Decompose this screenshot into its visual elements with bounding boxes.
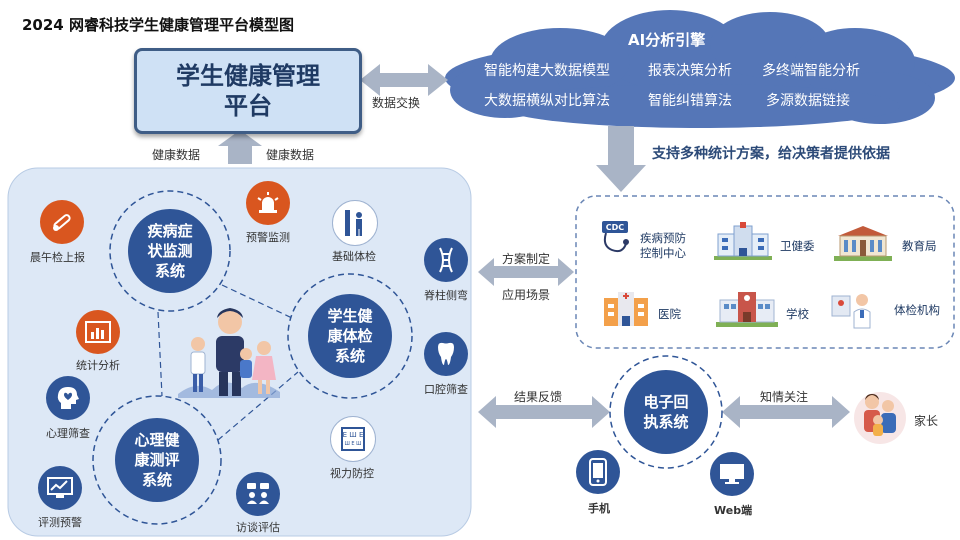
monitor-chart-icon xyxy=(38,466,82,510)
tooth-icon xyxy=(424,332,468,376)
health-data-label-right: 健康数据 xyxy=(266,148,315,162)
ruler-icon xyxy=(332,200,378,246)
ai-item: 智能构建大数据模型 xyxy=(484,63,610,79)
phone-icon xyxy=(576,450,620,494)
plan-making-label: 方案制定 xyxy=(502,252,551,266)
exam-institution-icon xyxy=(831,294,871,329)
feedback-arrow xyxy=(478,396,610,428)
ai-item: 报表决策分析 xyxy=(648,63,732,79)
education-building-icon xyxy=(834,226,892,261)
ai-cloud xyxy=(445,10,955,128)
morning-check-label: 晨午检上报 xyxy=(30,251,85,264)
platform-title-line2: 平台 xyxy=(224,92,272,120)
chart-icon xyxy=(76,310,120,354)
plan-arrow xyxy=(478,258,574,286)
oral-screening-label: 口腔筛查 xyxy=(424,383,468,396)
school-label: 学校 xyxy=(786,307,809,321)
ai-engine-title: AI分析引擎 xyxy=(628,31,706,49)
informed-arrow xyxy=(722,396,850,428)
people-chat-icon xyxy=(236,472,280,516)
siren-icon xyxy=(246,181,290,225)
receipt-system: 电子回 执系统 xyxy=(624,370,708,454)
spine-label: 脊柱侧弯 xyxy=(424,289,468,302)
vision-label: 视力防控 xyxy=(330,467,374,480)
thermometer-icon xyxy=(40,200,84,244)
cdc-icon: CDC xyxy=(602,221,629,253)
svg-text:E Ш E: E Ш E xyxy=(343,431,364,439)
data-exchange-arrow xyxy=(360,64,448,96)
support-arrow xyxy=(596,126,646,192)
ai-item: 大数据横纵对比算法 xyxy=(484,93,610,109)
stats-analysis-label: 统计分析 xyxy=(76,359,120,372)
head-heart-icon xyxy=(46,376,90,420)
basic-exam-label: 基础体检 xyxy=(332,250,376,263)
result-feedback-label: 结果反馈 xyxy=(514,390,563,404)
application-label: 应用场景 xyxy=(502,288,551,302)
education-bureau-label: 教育局 xyxy=(902,239,937,253)
informed-label: 知情关注 xyxy=(760,390,809,404)
warning-monitor-label: 预警监测 xyxy=(246,231,290,244)
parent-label: 家长 xyxy=(914,414,939,428)
exam-institution-label: 体检机构 xyxy=(894,303,940,317)
doctor-students-illustration xyxy=(178,308,280,398)
cdc-label-line2: 控制中心 xyxy=(640,246,686,260)
platform-title-line1: 学生健康管理 xyxy=(176,62,320,90)
health-data-label-left: 健康数据 xyxy=(152,148,201,162)
health-committee-label: 卫健委 xyxy=(780,239,815,253)
support-text: 支持多种统计方案，给决策者提供依据 xyxy=(652,146,890,162)
ai-item: 智能纠错算法 xyxy=(648,93,732,109)
cdc-label-line1: 疾病预防 xyxy=(640,231,686,245)
monitor-icon xyxy=(710,452,754,496)
data-exchange-label: 数据交换 xyxy=(372,96,421,110)
health-data-arrow xyxy=(218,130,262,164)
svg-text:Ш E Ш: Ш E Ш xyxy=(344,441,361,447)
interview-label: 访谈评估 xyxy=(236,521,280,534)
hospital-label: 医院 xyxy=(658,307,681,321)
parent-family-illustration xyxy=(854,392,906,444)
mental-eval-system: 心理健 康测评 系统 xyxy=(115,418,199,502)
school-building-icon xyxy=(716,292,778,327)
ai-item: 多终端智能分析 xyxy=(762,63,860,79)
ai-item: 多源数据链接 xyxy=(766,93,850,109)
eye-chart-icon: E Ш E Ш E Ш xyxy=(330,416,376,462)
page-title: 2024 网睿科技学生健康管理平台模型图 xyxy=(22,16,294,34)
cdc-badge-text: CDC xyxy=(606,223,625,232)
psych-screening-label: 心理筛查 xyxy=(46,427,90,440)
disease-monitor-system: 疾病症 状监测 系统 xyxy=(128,209,212,293)
eval-warning-label: 评测预警 xyxy=(38,516,82,529)
phone-label: 手机 xyxy=(588,502,610,515)
platform-box: 学生健康管理 平台 xyxy=(134,48,362,134)
physical-exam-system: 学生健 康体检 系统 xyxy=(308,294,392,378)
health-committee-building-icon xyxy=(714,222,772,260)
spine-icon xyxy=(424,238,468,282)
web-label: Web端 xyxy=(714,504,753,517)
hospital-building-icon xyxy=(604,292,648,326)
